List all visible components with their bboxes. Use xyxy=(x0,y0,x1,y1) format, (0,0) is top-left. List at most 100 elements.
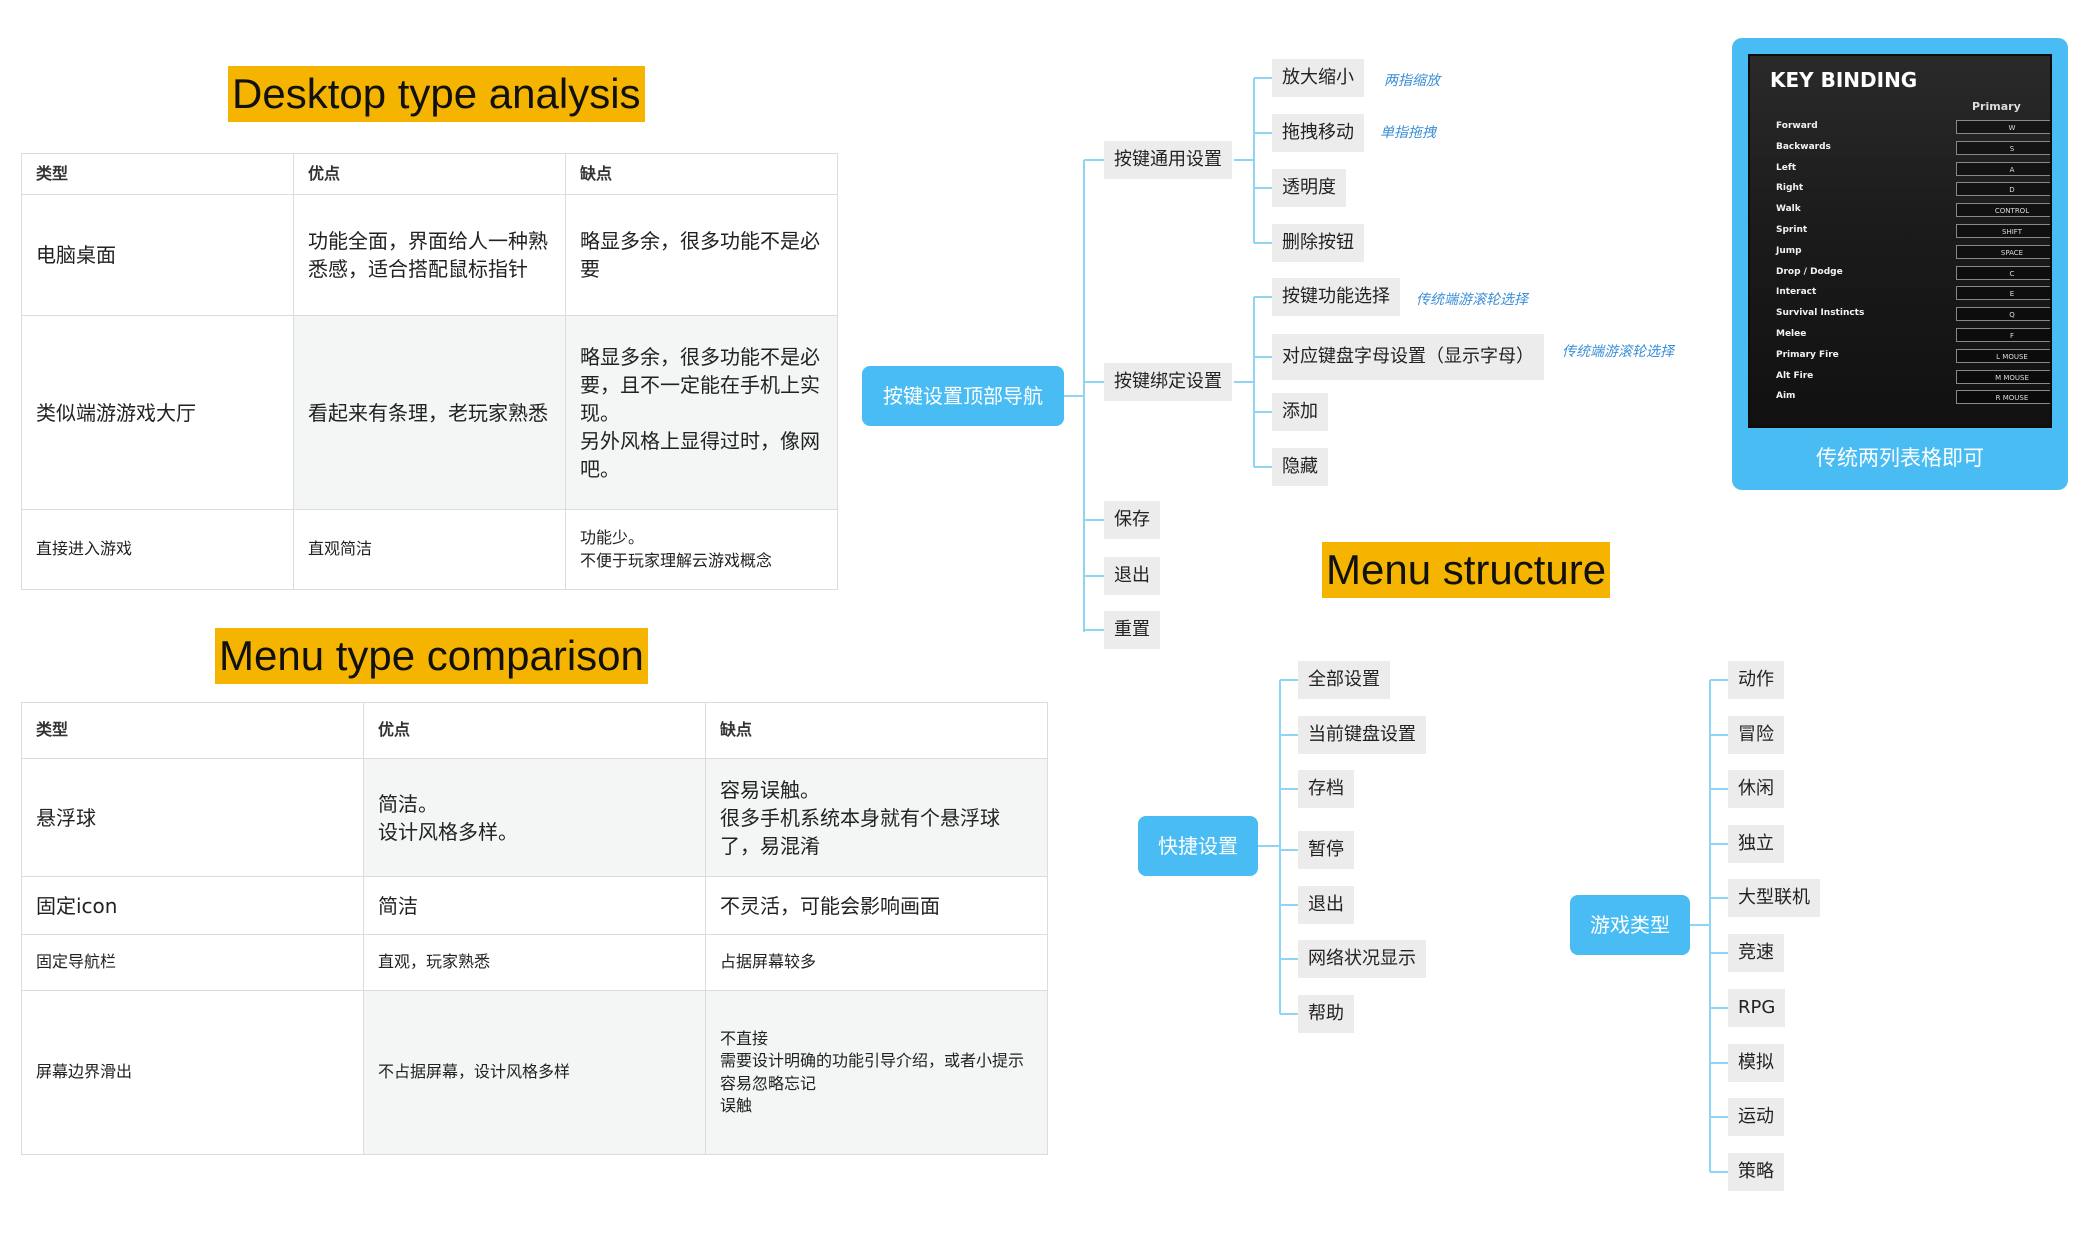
quick-item-network-status: 网络状况显示 xyxy=(1298,940,1426,978)
nav-branch-reset: 重置 xyxy=(1104,611,1160,649)
key-binding-screenshot: KEY BINDING Primary Forward W Backwards S Le… xyxy=(1748,54,2052,428)
key-binding-action: Primary Fire xyxy=(1776,349,1839,360)
key-binding-key: CONTROL xyxy=(1956,203,2050,218)
genre-adventure: 冒险 xyxy=(1728,716,1784,754)
key-binding-action: Aim xyxy=(1776,391,1796,402)
key-binding-row: Aim R MOUSE xyxy=(1776,390,2050,406)
key-binding-key: SHIFT xyxy=(1956,224,2050,238)
key-binding-row: Jump SPACE xyxy=(1776,244,2050,261)
header-pros: 优点 xyxy=(293,153,566,195)
quick-item-save: 存档 xyxy=(1298,770,1354,808)
key-binding-column-header: Primary xyxy=(1972,100,2021,113)
key-binding-key: M MOUSE xyxy=(1956,369,2050,384)
key-binding-key: R MOUSE xyxy=(1956,390,2050,405)
note-scroll-select: 传统端游滚轮选择 xyxy=(1562,344,1674,360)
key-binding-action: Sprint xyxy=(1776,225,1808,235)
key-binding-action: Jump xyxy=(1776,245,1802,256)
cell-type: 直接进入游戏 xyxy=(21,509,294,590)
genre-action: 动作 xyxy=(1728,661,1784,699)
key-binding-key: E xyxy=(1956,286,2050,301)
key-binding-key: W xyxy=(1956,120,2050,134)
header-cons: 缺点 xyxy=(565,153,838,195)
key-binding-action: Walk xyxy=(1776,204,1801,215)
cell-pros: 直观，玩家熟悉 xyxy=(363,934,706,991)
cell-type: 屏幕边界滑出 xyxy=(21,990,364,1155)
note-single-drag: 单指拖拽 xyxy=(1380,125,1436,141)
key-binding-key: SPACE xyxy=(1956,244,2050,259)
genre-simulation: 模拟 xyxy=(1728,1044,1784,1082)
header-cons: 缺点 xyxy=(705,702,1048,759)
cell-pros: 看起来有条理，老玩家熟悉 xyxy=(293,315,566,510)
table-header-row: 类型 优点 缺点 xyxy=(21,702,1048,759)
note-scroll-select: 传统端游滚轮选择 xyxy=(1416,292,1528,308)
key-binding-row: Melee F xyxy=(1776,328,2050,344)
menu-comparison-title: Menu type comparison xyxy=(215,628,648,684)
nav-branch-binding: 按键绑定设置 xyxy=(1104,363,1232,401)
genre-rpg: RPG xyxy=(1728,989,1786,1027)
key-binding-key: Q xyxy=(1956,307,2050,322)
key-binding-row: Sprint SHIFT xyxy=(1776,224,2050,240)
key-binding-row: Survival Instincts Q xyxy=(1776,307,2050,323)
desktop-analysis-title: Desktop type analysis xyxy=(228,66,645,122)
genre-indie: 独立 xyxy=(1728,825,1784,863)
table-row: 电脑桌面 功能全面，界面给人一种熟悉感，适合搭配鼠标指针 略显多余，很多功能不是… xyxy=(21,194,838,316)
note-pinch-zoom: 两指缩放 xyxy=(1384,73,1440,89)
table-row: 类似端游游戏大厅 看起来有条理，老玩家熟悉 略显多余，很多功能不是必要，且不一定… xyxy=(21,315,838,510)
nav-leaf-add: 添加 xyxy=(1272,393,1328,431)
genre-casual: 休闲 xyxy=(1728,770,1784,808)
cell-type: 电脑桌面 xyxy=(21,194,294,316)
key-binding-card: KEY BINDING Primary Forward W Backwards S Le… xyxy=(1732,38,2068,490)
quick-item-all-settings: 全部设置 xyxy=(1298,661,1390,699)
header-type: 类型 xyxy=(21,153,294,195)
nav-leaf-zoom: 放大缩小 xyxy=(1272,59,1364,97)
cell-type: 固定导航栏 xyxy=(21,934,364,991)
cell-pros: 功能全面，界面给人一种熟悉感，适合搭配鼠标指针 xyxy=(293,194,566,316)
cell-cons: 占据屏幕较多 xyxy=(705,934,1048,991)
table-row: 固定导航栏 直观，玩家熟悉 占据屏幕较多 xyxy=(21,934,1048,991)
cell-cons: 不直接 需要设计明确的功能引导介绍，或者小提示 容易忽略忘记 误触 xyxy=(705,990,1048,1155)
table-row: 屏幕边界滑出 不占据屏幕，设计风格多样 不直接 需要设计明确的功能引导介绍，或者… xyxy=(21,990,1048,1155)
key-binding-action: Survival Instincts xyxy=(1776,308,1865,319)
key-binding-action: Forward xyxy=(1776,121,1818,131)
quick-item-help: 帮助 xyxy=(1298,995,1354,1033)
key-binding-row: Walk CONTROL xyxy=(1776,203,2050,219)
nav-leaf-hide: 隐藏 xyxy=(1272,448,1328,486)
table-row: 悬浮球 简洁。 设计风格多样。 容易误触。 很多手机系统本身就有个悬浮球了，易混… xyxy=(21,758,1048,877)
nav-leaf-opacity: 透明度 xyxy=(1272,169,1346,207)
key-binding-action: Interact xyxy=(1776,287,1817,298)
desktop-type-table: 类型 优点 缺点 电脑桌面 功能全面，界面给人一种熟悉感，适合搭配鼠标指针 略显… xyxy=(21,153,838,590)
key-binding-key: S xyxy=(1956,140,2050,155)
key-binding-key: C xyxy=(1956,265,2050,280)
key-binding-action: Backwards xyxy=(1776,141,1831,152)
nav-leaf-function-select: 按键功能选择 xyxy=(1272,278,1400,316)
quick-item-keyboard-settings: 当前键盘设置 xyxy=(1298,716,1426,754)
key-binding-caption: 传统两列表格即可 xyxy=(1816,446,1984,470)
quick-item-exit: 退出 xyxy=(1298,886,1354,924)
key-binding-key: F xyxy=(1956,328,2050,342)
table-row: 直接进入游戏 直观简洁 功能少。 不便于玩家理解云游戏概念 xyxy=(21,509,838,590)
key-binding-action: Alt Fire xyxy=(1776,370,1814,381)
key-binding-title: KEY BINDING xyxy=(1770,68,1918,92)
key-binding-row: Alt Fire M MOUSE xyxy=(1776,369,2050,386)
key-binding-row: Forward W xyxy=(1776,120,2050,136)
key-binding-row: Primary Fire L MOUSE xyxy=(1776,348,2050,365)
nav-leaf-delete: 删除按钮 xyxy=(1272,224,1364,262)
key-binding-action: Left xyxy=(1776,162,1797,173)
genre-racing: 竞速 xyxy=(1728,934,1784,972)
key-binding-action: Right xyxy=(1776,183,1804,194)
quick-settings-root: 快捷设置 xyxy=(1138,816,1258,876)
genre-sports: 运动 xyxy=(1728,1098,1784,1136)
key-binding-key: A xyxy=(1956,161,2050,176)
genre-strategy: 策略 xyxy=(1728,1153,1784,1191)
nav-leaf-drag: 拖拽移动 xyxy=(1272,114,1364,152)
quick-item-pause: 暂停 xyxy=(1298,831,1354,869)
menu-structure-title: Menu structure xyxy=(1322,542,1611,598)
key-binding-action: Drop / Dodge xyxy=(1776,266,1843,277)
menu-type-table: 类型 优点 缺点 悬浮球 简洁。 设计风格多样。 容易误触。 很多手机系统本身就… xyxy=(21,702,1048,1155)
table-header-row: 类型 优点 缺点 xyxy=(21,153,838,195)
key-binding-row: Left A xyxy=(1776,161,2050,178)
key-binding-action: Melee xyxy=(1776,329,1807,339)
key-binding-key: L MOUSE xyxy=(1956,348,2050,363)
